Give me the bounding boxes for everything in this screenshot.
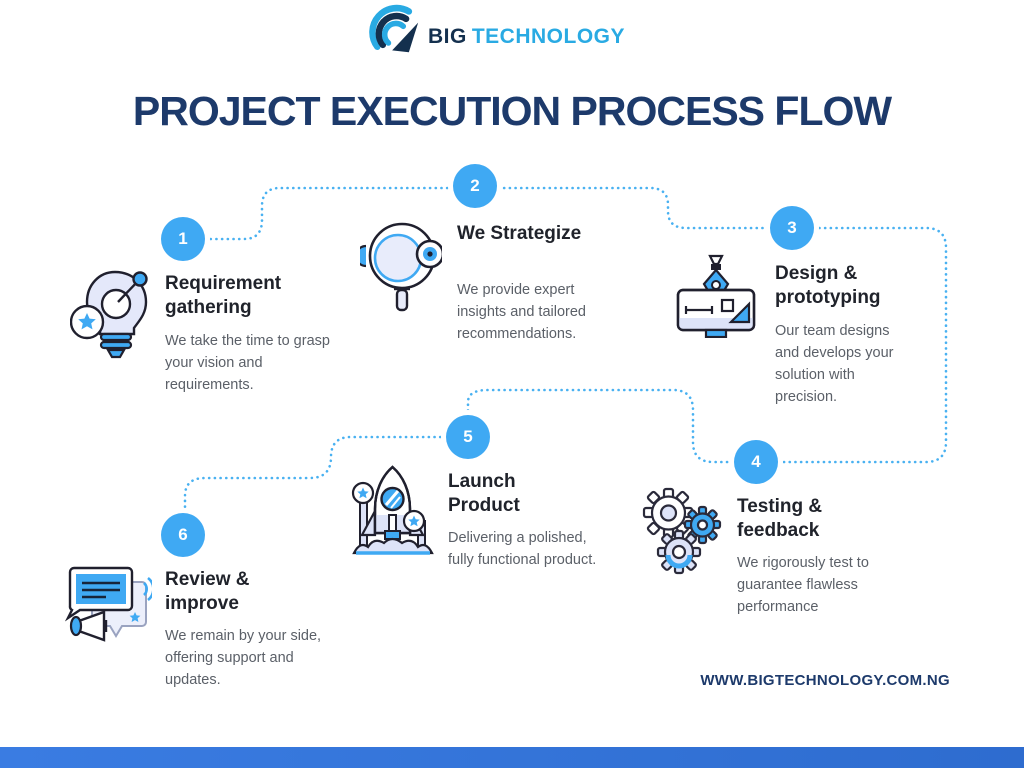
step-4-description: We rigorously test to guarantee flawless… (737, 555, 869, 616)
feedback-megaphone-icon (64, 566, 152, 642)
step-5-title: Launch Product (448, 471, 520, 516)
rocket-icon (351, 465, 434, 555)
gears-icon (642, 487, 722, 575)
design-monitor-icon (676, 254, 756, 338)
page-title: PROJECT EXECUTION PROCESS FLOW (132, 88, 892, 134)
brand-logo-icon (369, 4, 419, 53)
step-5-description: Delivering a polished, fully functional … (448, 530, 597, 569)
step-6-number: 6 (161, 513, 205, 557)
magnifier-icon (360, 222, 442, 312)
step-3-number: 3 (770, 206, 814, 250)
lightbulb-idea-icon (70, 270, 148, 359)
website-url: WWW.BIGTECHNOLOGY.COM.NG (700, 672, 950, 689)
step-2-title: We Strategize (457, 223, 582, 244)
step-6-title: Review & improve (165, 569, 250, 614)
step-2-description: We provide expert insights and tailored … (457, 282, 586, 343)
brand-name-bold: BIG (428, 25, 467, 48)
step-4-number: 4 (734, 440, 778, 484)
step-5-number: 5 (446, 415, 490, 459)
step-3-title: Design & prototyping (775, 263, 881, 308)
step-4-title: Testing & feedback (737, 496, 823, 541)
step-3-description: Our team designs and develops your solut… (775, 323, 894, 406)
step-1-title: Requirement gathering (165, 273, 282, 318)
step-6-description: We remain by your side, offering support… (165, 628, 322, 689)
step-2-number: 2 (453, 164, 497, 208)
footer-accent-bar (0, 747, 1024, 768)
brand-name-light: TECHNOLOGY (471, 25, 626, 48)
step-1-number: 1 (161, 217, 205, 261)
step-1-description: We take the time to grasp your vision an… (165, 333, 330, 394)
